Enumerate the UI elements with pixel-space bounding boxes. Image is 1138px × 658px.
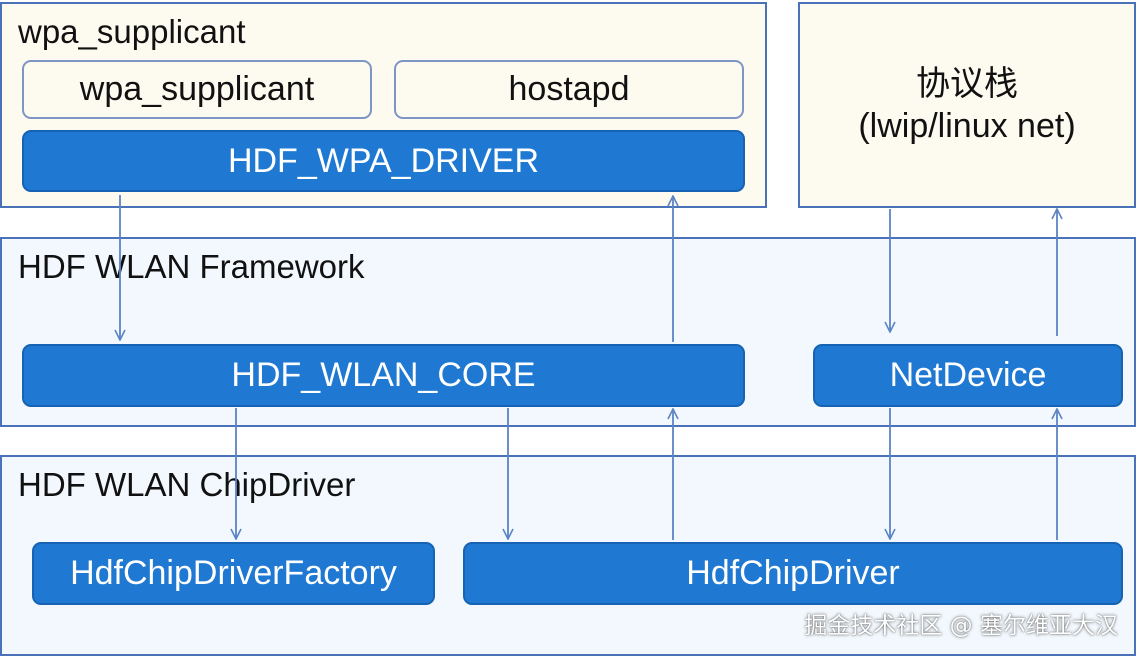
protocol-stack-title: 协议栈: [916, 63, 1018, 104]
wpa-supplicant-layer-title: wpa_supplicant: [18, 13, 246, 50]
hdf-chip-driver-box: HdfChipDriver: [463, 542, 1123, 605]
hdf-wlan-framework-title: HDF WLAN Framework: [18, 248, 365, 285]
watermark-text: 掘金技术社区 @ 塞尔维亚大汉: [804, 613, 1118, 639]
hostapd-box: hostapd: [394, 60, 744, 119]
hdf-wlan-core-box: HDF_WLAN_CORE: [22, 344, 745, 407]
protocol-stack-subtitle: (lwip/linux net): [858, 107, 1076, 145]
hdf-wpa-driver-box: HDF_WPA_DRIVER: [22, 130, 745, 192]
hdf-chip-driver-factory-box: HdfChipDriverFactory: [32, 542, 435, 605]
protocol-stack-box: 协议栈 (lwip/linux net): [798, 2, 1136, 208]
netdevice-box: NetDevice: [813, 344, 1123, 407]
wpa-supplicant-box: wpa_supplicant: [22, 60, 372, 119]
hdf-wlan-chipdriver-title: HDF WLAN ChipDriver: [18, 466, 356, 503]
